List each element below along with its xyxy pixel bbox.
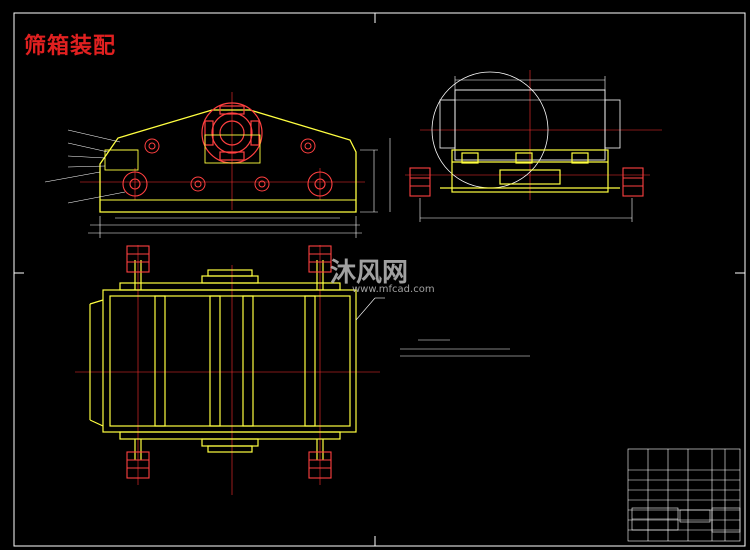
- bolt-holes: [144, 138, 316, 192]
- technical-notes: [400, 339, 530, 357]
- screen-box-frame: [102, 289, 357, 433]
- top-view: [75, 245, 385, 495]
- screen-box-side-plate: [99, 109, 357, 213]
- side-spring-supports: [409, 167, 644, 197]
- side-view: [405, 70, 662, 222]
- front-view: [44, 92, 391, 238]
- drawing-frame: [13, 12, 746, 547]
- title-block: [627, 448, 741, 542]
- spring-supports: [122, 171, 333, 197]
- drawing-title: 筛箱装配: [24, 33, 117, 59]
- watermark-text: 沐风网: [330, 258, 409, 288]
- watermark-url: www.mfcad.com: [352, 284, 435, 295]
- top-spring-supports: [126, 245, 332, 479]
